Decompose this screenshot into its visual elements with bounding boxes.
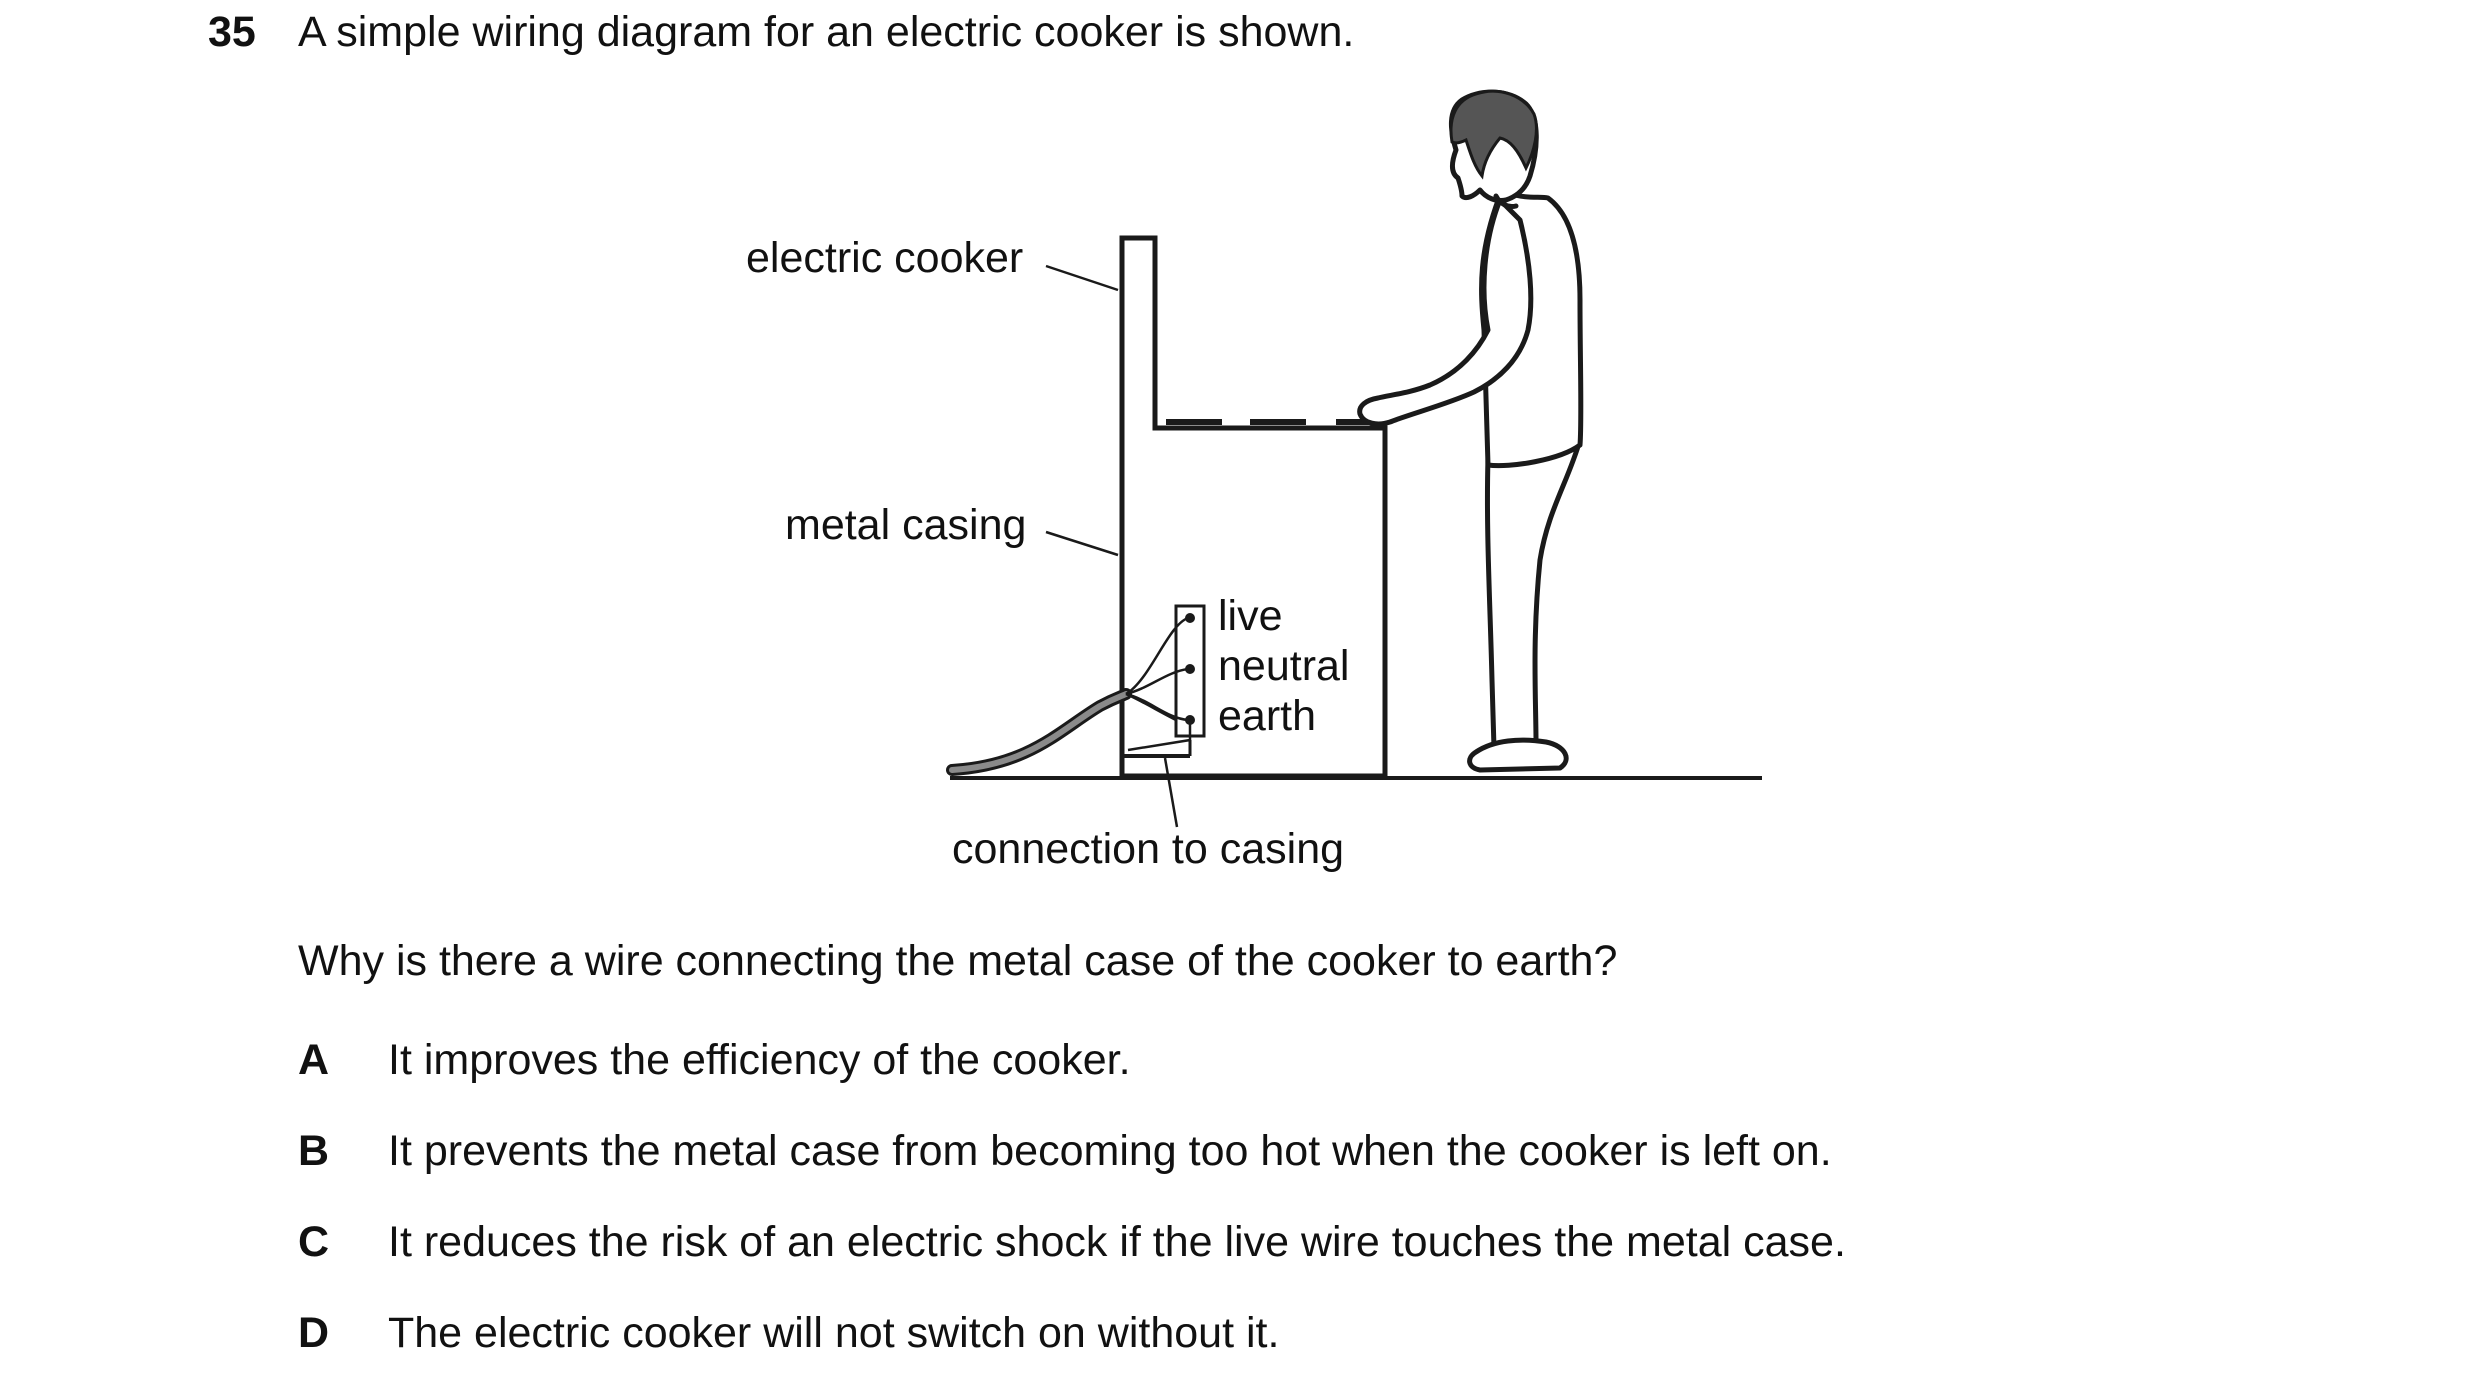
option-b-text: It prevents the metal case from becoming…: [388, 1127, 1832, 1175]
option-a-letter: A: [298, 1036, 330, 1084]
option-b-letter: B: [298, 1127, 330, 1175]
option-a-text: It improves the efficiency of the cooker…: [388, 1036, 1131, 1084]
neutral-label: neutral: [1218, 642, 1349, 690]
person-figure: [1357, 89, 1584, 773]
live-wire: [1125, 616, 1189, 696]
question-number: 35: [208, 8, 256, 56]
live-terminal: [1185, 613, 1195, 623]
cooker-leader: [1045, 264, 1119, 292]
earth-label: earth: [1218, 692, 1316, 740]
person-hair: [1449, 89, 1538, 180]
person-neck: [1493, 193, 1519, 209]
wiring-diagram: electric cooker metal casing live neutra…: [746, 89, 1762, 873]
live-label: live: [1218, 592, 1283, 640]
electric-cooker-label: electric cooker: [746, 234, 1023, 282]
metal-casing-label: metal casing: [785, 501, 1026, 549]
person-shoe: [1467, 737, 1569, 773]
earth-to-casing-wire: [1127, 720, 1192, 752]
supply-cable-inner: [949, 691, 1129, 773]
person-arm: [1357, 197, 1534, 427]
question-stem: A simple wiring diagram for an electric …: [298, 8, 1355, 56]
question-prompt: Why is there a wire connecting the metal…: [298, 937, 1618, 985]
option-c-letter: C: [298, 1218, 330, 1266]
connection-to-casing-label: connection to casing: [952, 825, 1344, 873]
option-d-letter: D: [298, 1309, 330, 1357]
person-legs: [1484, 437, 1583, 757]
neutral-terminal: [1185, 664, 1195, 674]
earth-wire-case: [1125, 692, 1177, 722]
casing-leader: [1045, 530, 1119, 557]
option-c-text: It reduces the risk of an electric shock…: [388, 1218, 1846, 1266]
connection-leader: [1163, 757, 1179, 828]
option-d-text: The electric cooker will not switch on w…: [388, 1309, 1280, 1357]
neutral-wire: [1125, 667, 1189, 696]
